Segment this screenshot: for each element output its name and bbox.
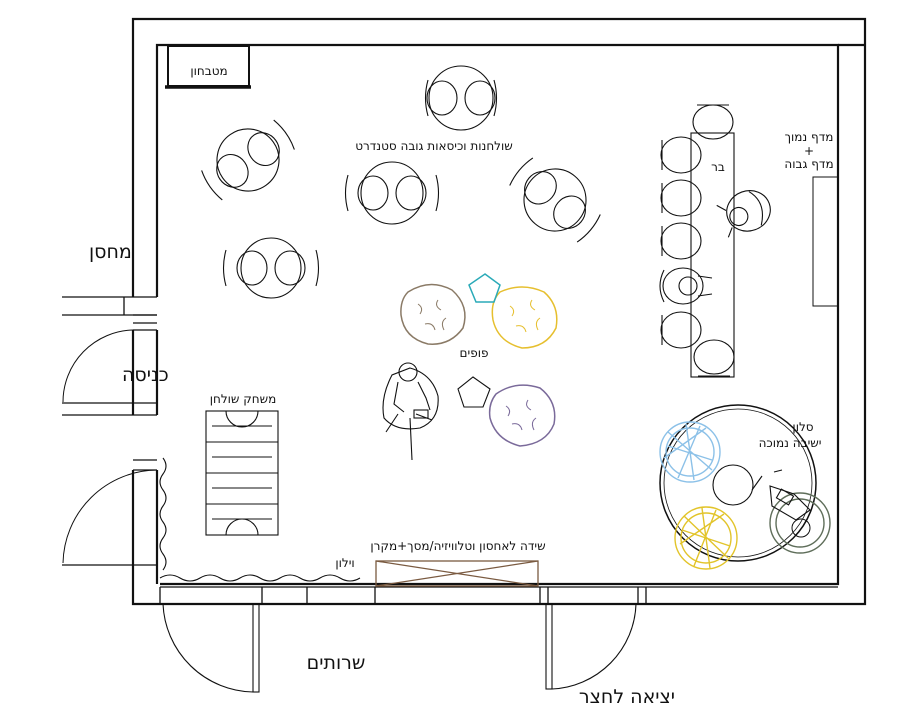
shelf-unit [812,176,839,307]
label-lounge: סלון [792,420,813,434]
pouf-black-pentagon [457,376,491,408]
table-top [424,65,498,131]
person-in-lounge [751,469,811,521]
kitchen-corner-box [165,45,251,89]
chair-yellow [674,506,738,570]
lounge-side-table [712,464,754,506]
label-kitchen-corner: מטבחון [190,64,227,78]
bottom-openings [159,586,838,604]
standard-tables [201,65,601,299]
lounge-rug [659,404,817,562]
label-restrooms: שרותים [307,652,366,674]
label-standard-tables: שולחנות וכיסאות גובה סטנדרט [355,139,513,153]
walls [131,17,867,606]
table-middle [344,161,440,225]
restroom-door [162,603,260,693]
pouf-brown [400,283,466,345]
person-at-bar-right [716,190,771,238]
chair-green [769,492,831,554]
left-openings [62,296,157,566]
table-game [205,410,279,536]
label-poufs: פופים [460,346,489,360]
entrance-door-upper [62,329,134,403]
labels: מטבחון מחסן כניסה שרותים יציאה לחצר שולח… [89,64,834,708]
label-cabinet: שידה לאחסון וטלוויזיה/מסך+מקרן [370,539,545,553]
outer-wall [131,17,867,606]
person-on-beanbag [382,362,439,461]
bar-stools-left [660,136,702,349]
poufs-area [400,273,558,447]
bar-area [659,104,771,378]
label-entrance: כניסה [122,364,169,386]
label-yard-exit: יציאה לחצר [579,686,675,708]
label-low-seating: ישיבה נמוכה [759,436,822,450]
pouf-purple [488,384,556,447]
inner-wall [155,43,840,586]
label-curtain: וילון [335,556,354,570]
label-storage: מחסן [89,241,132,263]
pouf-cyan-pentagon [468,273,501,303]
person-at-bar-left [659,267,713,305]
yard-exit-door [545,603,637,690]
table-right [509,157,601,243]
entrance-doors [62,329,158,564]
label-shelf-high: מדף גבוה [784,157,833,171]
lounge-area [659,404,831,570]
curtain [159,457,361,582]
entrance-door-lower [62,469,158,564]
chair-blue [659,421,721,483]
table-left-middle [222,237,320,299]
storage-cabinet [375,560,539,587]
pouf-yellow [491,286,558,349]
label-shelf-low: מדף נמוך [785,130,834,144]
bar-stools-ends [692,104,735,377]
label-table-game: משחק שולחן [210,392,277,406]
lounge-rug-inner [663,408,813,558]
label-shelf-plus: + [804,144,814,158]
label-bar: בר [711,160,725,174]
table-upper-left [201,119,295,201]
bar-counter [690,132,735,378]
